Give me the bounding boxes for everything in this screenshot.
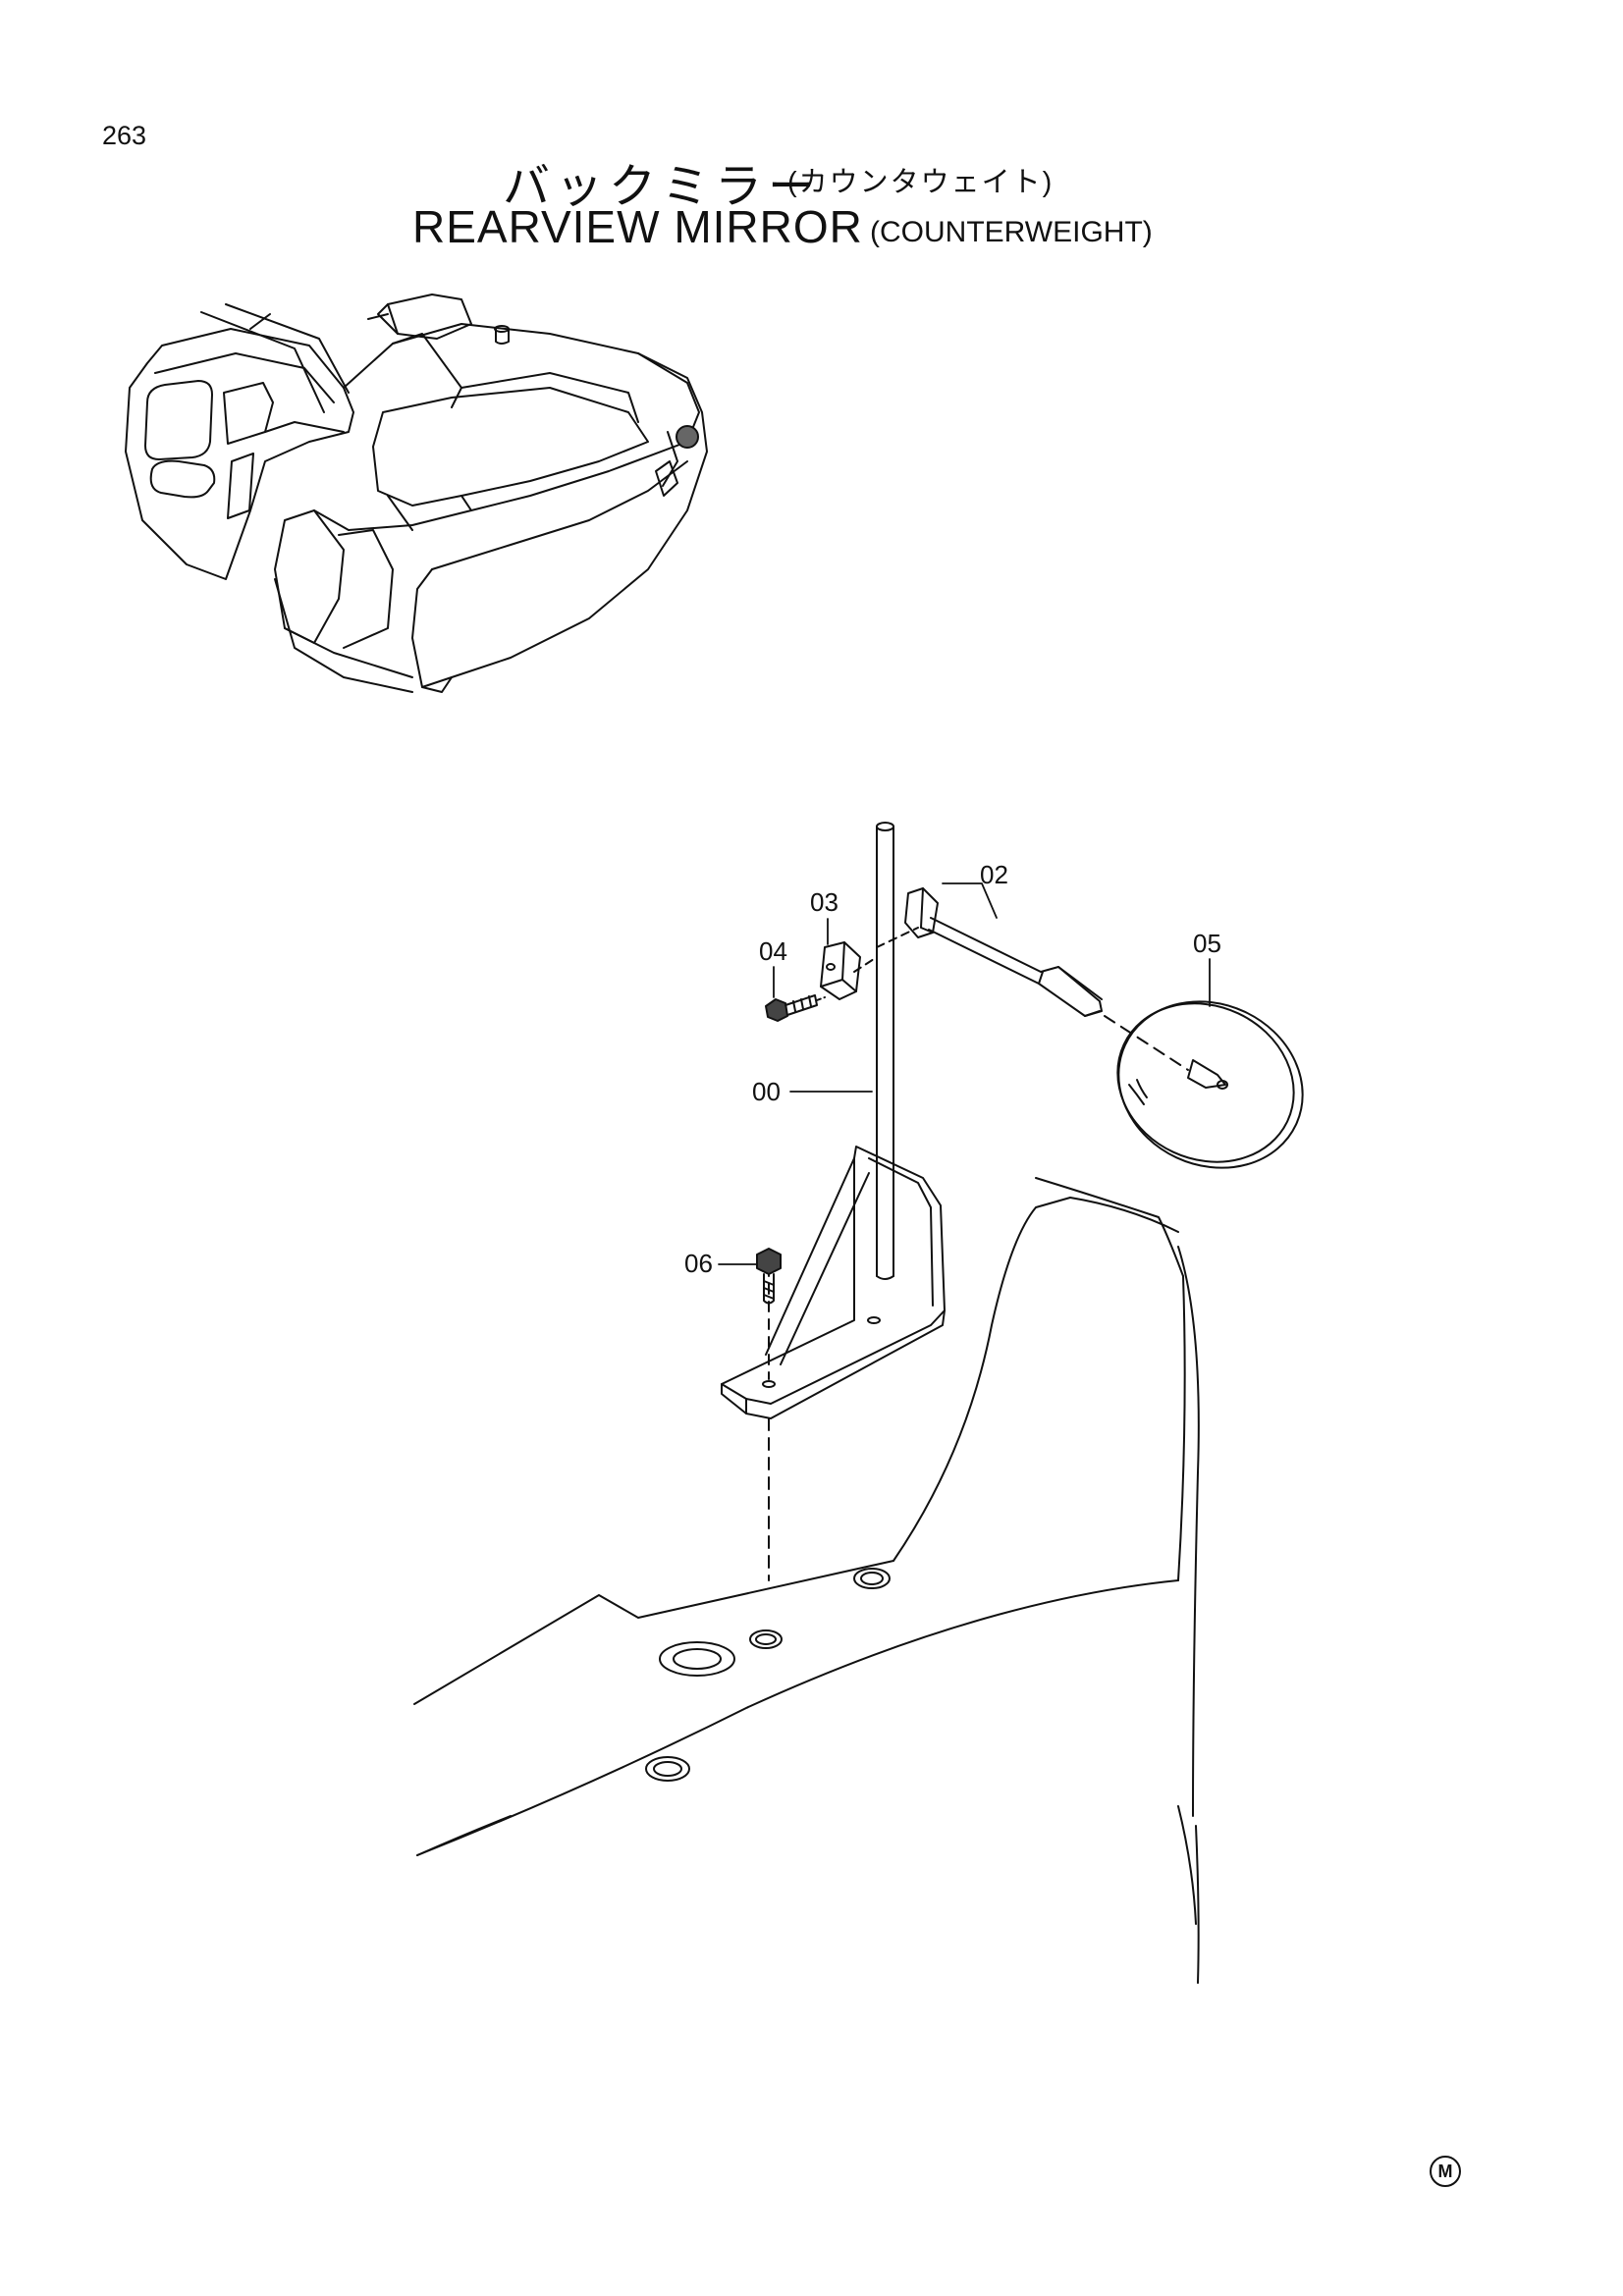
excavator-overview [125, 294, 708, 693]
mirror-arm-02 [876, 887, 1103, 1017]
callout-04: 04 [759, 936, 787, 966]
bolt-04 [765, 994, 826, 1022]
subtitle-english: (COUNTERWEIGHT) [870, 216, 1153, 248]
clamp-03 [820, 941, 878, 1000]
counterweight-detail [413, 1177, 1200, 1984]
callout-06: 06 [684, 1249, 713, 1278]
subtitle-japanese: (カウンタウェイト) [787, 167, 1055, 198]
callout-03: 03 [810, 887, 839, 917]
mirror-stay [721, 822, 946, 1581]
bolt-06 [756, 1248, 782, 1305]
callout-02: 02 [980, 860, 1008, 889]
callout-00: 00 [752, 1077, 781, 1106]
title-english: REARVIEW MIRROR [412, 201, 863, 252]
trademark-mark: M [1430, 2156, 1461, 2187]
page-number: 263 [102, 121, 147, 150]
leader-lines [718, 882, 1211, 1265]
leader-02 [942, 882, 998, 919]
mirror-05 [1104, 1000, 1304, 1169]
title-japanese: バックミラー [503, 161, 822, 213]
callout-05: 05 [1193, 929, 1221, 958]
